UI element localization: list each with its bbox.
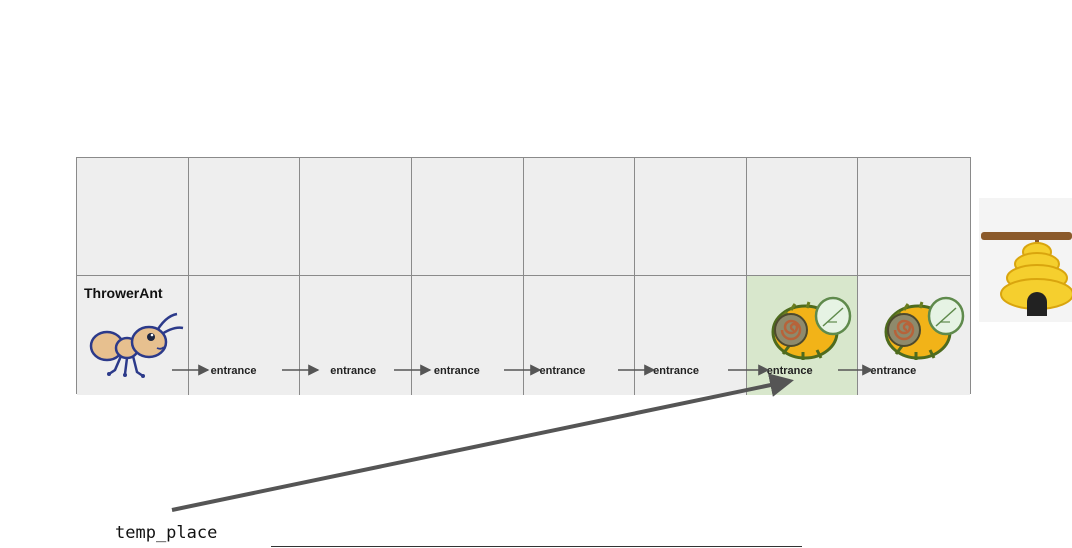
divider-line (271, 546, 802, 547)
temp-place-pointer-arrow (171, 373, 794, 512)
empty-place (746, 158, 859, 276)
place-entrance-7: entrance (858, 276, 970, 395)
empty-place (77, 158, 189, 276)
place-entrance-6-highlighted: entrance (746, 276, 859, 395)
place-entrance-4: entrance (523, 276, 636, 395)
place-entrance-2: entrance (300, 276, 412, 395)
empty-place (635, 158, 747, 276)
ant-icon (89, 312, 184, 378)
beehive-icon (981, 232, 1072, 316)
empty-place (858, 158, 970, 276)
empty-place (411, 158, 524, 276)
place-entrance-3: entrance (411, 276, 524, 395)
bee-icon (884, 296, 965, 360)
entrance-label: entrance (330, 365, 377, 377)
place-entrance-5: entrance (635, 276, 747, 395)
entrance-label: entrance (870, 365, 917, 377)
empty-place (188, 158, 301, 276)
entrance-label: entrance (766, 365, 813, 377)
place-entrance-1: entrance (188, 276, 301, 395)
entrance-label: entrance (433, 365, 480, 377)
temp-place-label: temp_place (115, 523, 218, 543)
empty-place (523, 158, 636, 276)
empty-place (300, 158, 412, 276)
entrance-label: entrance (210, 365, 257, 377)
place-ant: ThrowerAnt (77, 276, 189, 395)
ant-name-label: ThrowerAnt (84, 285, 163, 301)
entrance-label: entrance (539, 365, 586, 377)
bee-icon (771, 296, 851, 360)
hive (979, 198, 1072, 322)
colony-grid: ThrowerAnt entrance entrance (76, 157, 971, 395)
entrance-label: entrance (653, 365, 699, 377)
